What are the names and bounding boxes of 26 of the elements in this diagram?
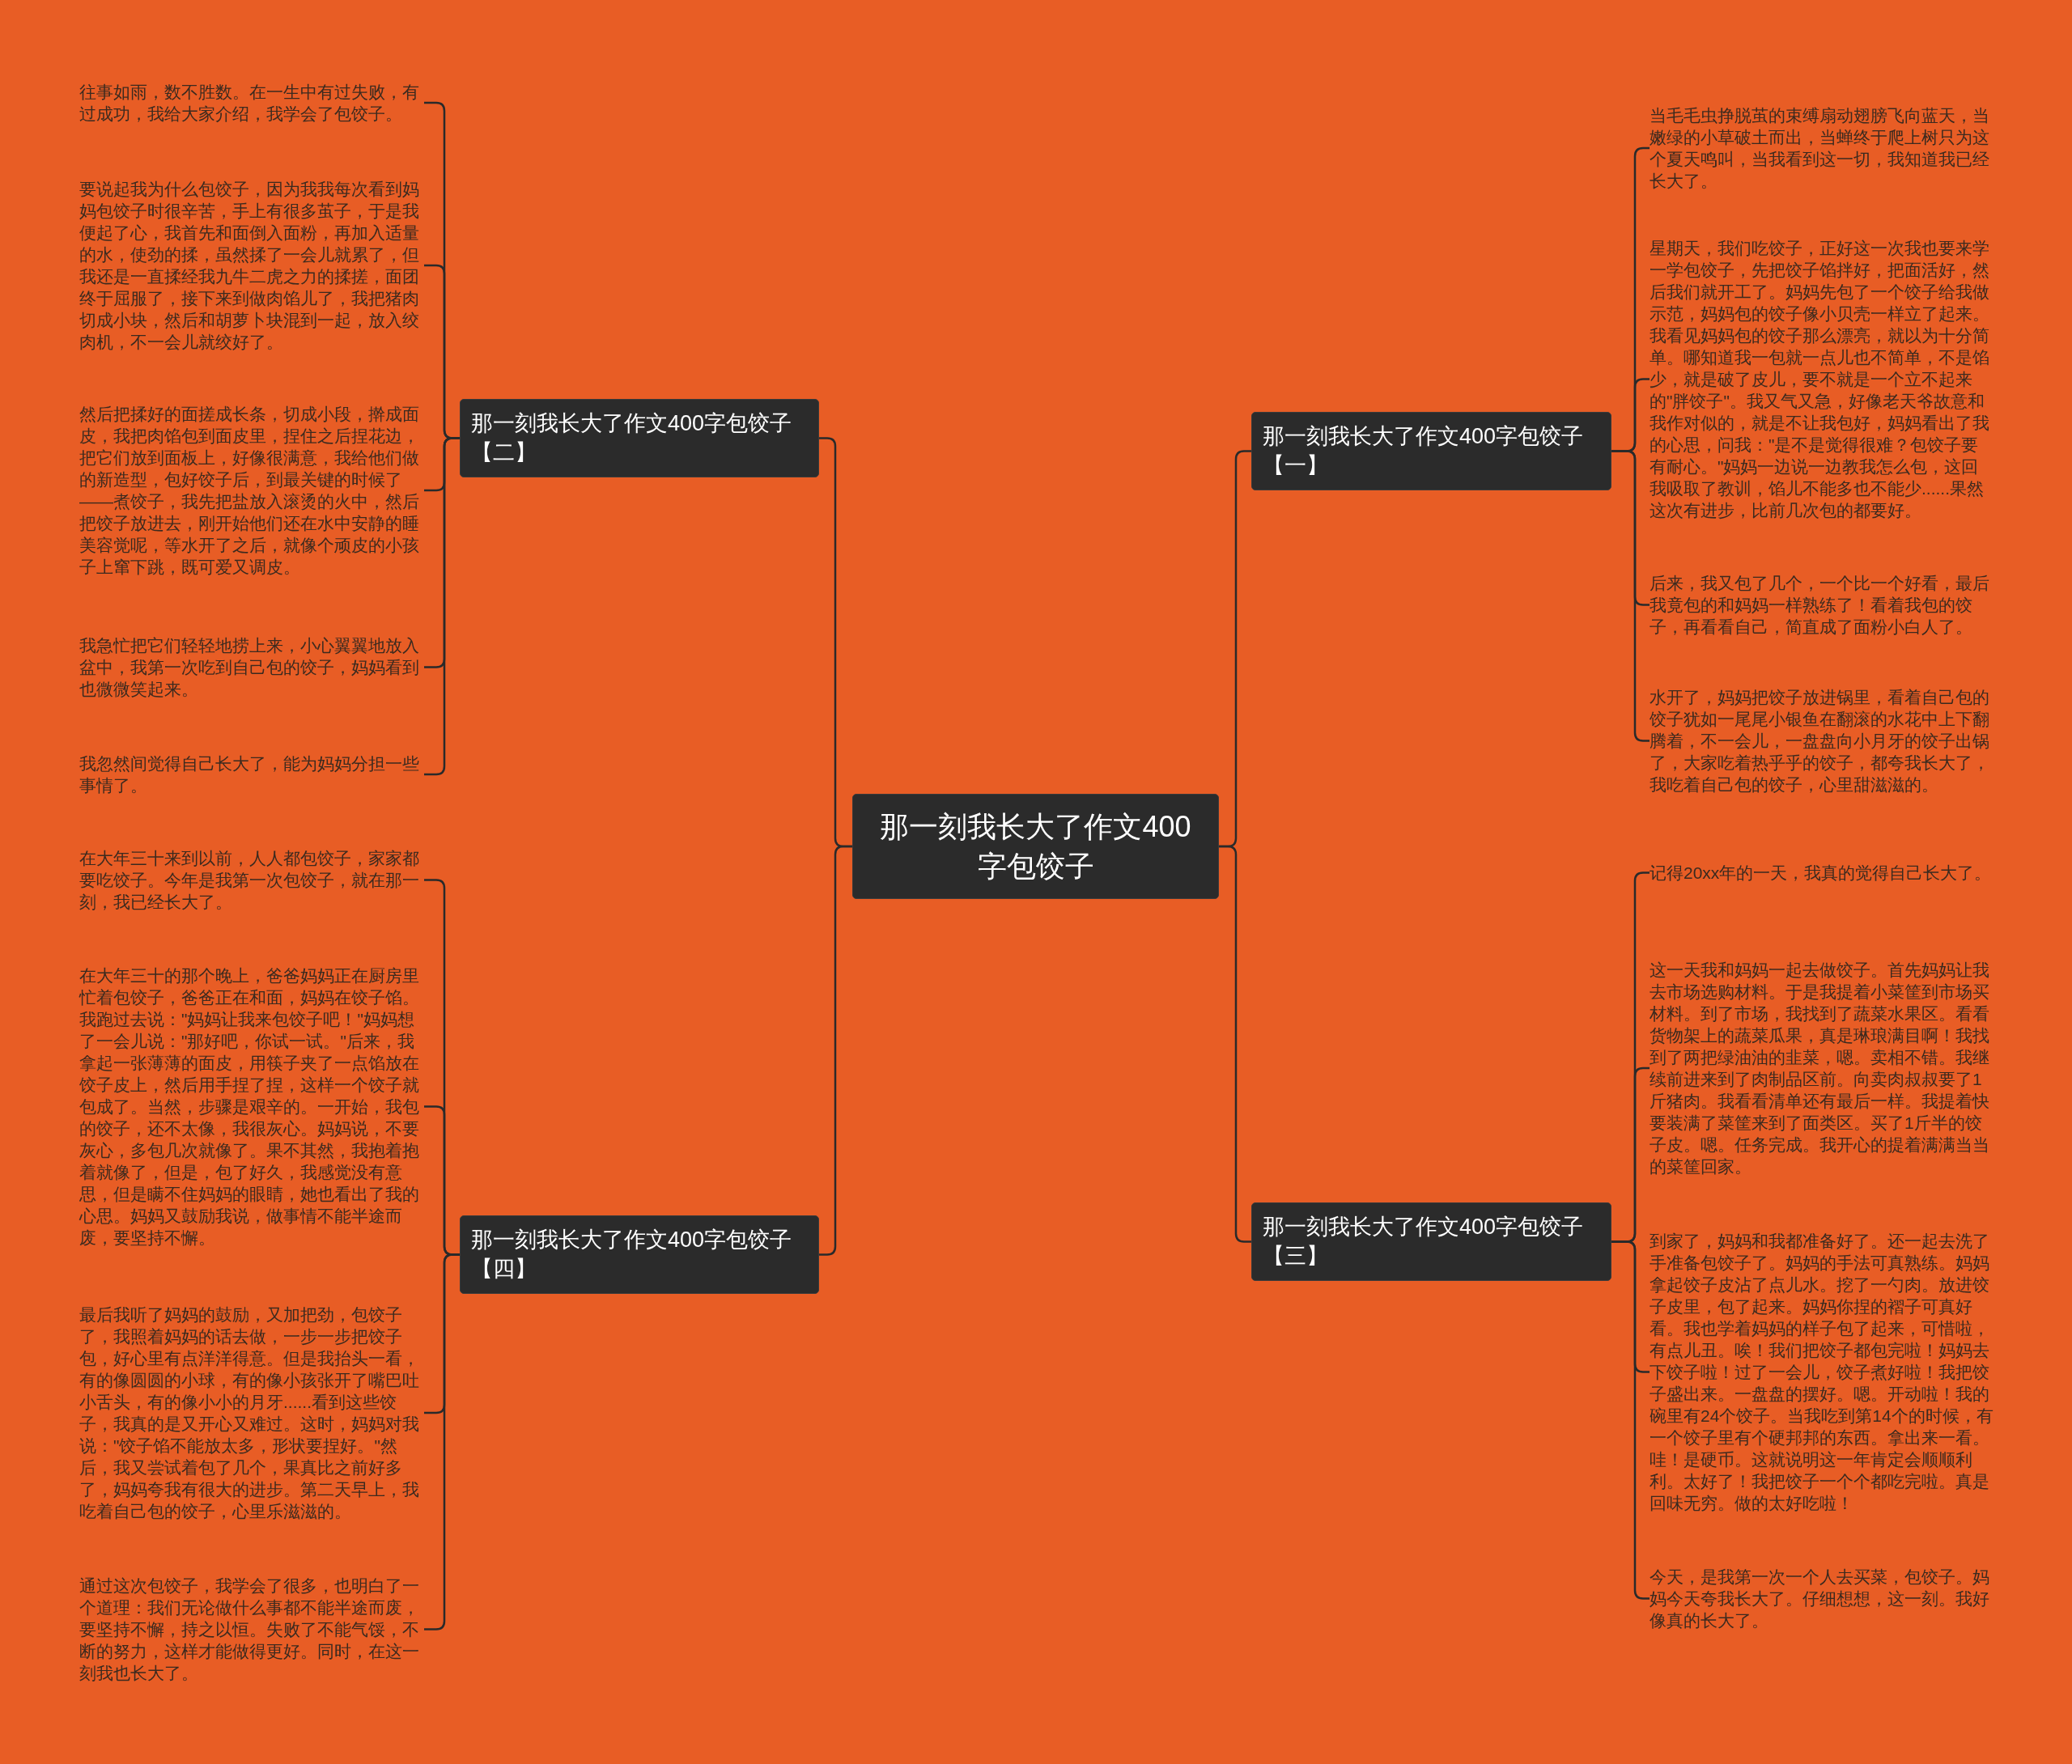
connector-line [1219,845,1251,1243]
subtopic-box: 那一刻我长大了作文400字包饺子【三】 [1251,1202,1611,1281]
paragraph: 星期天，我们吃饺子，正好这一次我也要来学一学包饺子，先把饺子馅拌好，把面活好，然后我们就开工了。妈妈先包了一个饺子给我做示范，妈妈包的饺子像小贝壳一样立了起来。我看见妈妈包的饺子那么漂亮，就以为十分简单。哪知道我一包就一点儿也不简单，不是馅少，就是破了皮儿，要不就是一个立不起来的"胖饺子"。我又气又急，好像老天爷故意和我作对似的，就是不让我包好，妈妈看出了我的心思，问我："是不是觉得很难？包饺子要有耐心。"妈妈一边说一边教我怎么包，这回我吸取了教训，馅儿不能多也不能少......果然这次有进步，比前几次包的都要好。 [1650,237,1994,521]
connector-line [424,437,460,776]
paragraph: 记得20xx年的一天，我真的觉得自己长大了。 [1650,862,1994,884]
paragraph: 往事如雨，数不胜数。在一生中有过失败，有过成功，我给大家介绍，我学会了包饺子。 [79,81,424,125]
paragraph: 要说起我为什么包饺子，因为我我每次看到妈妈包饺子时很辛苦，手上有很多茧子，于是我便起了心，我首先和面倒入面粉，再加入适量的水，使劲的揉，虽然揉了一会儿就累了，但我还是一直揉经我九牛二虎之力的揉搓，面团终于屈服了，接下来到做肉馅儿了，我把猪肉切成小块，然后和胡萝卜块混到一起，放入绞肉机，不一会儿就绞好了。 [79,178,424,353]
paragraph: 今天，是我第一次一个人去买菜，包饺子。妈妈今天夸我长大了。仔细想想，这一刻。我好像真的长大了。 [1650,1566,1994,1631]
paragraph: 在大年三十来到以前，人人都包饺子，家家都要吃饺子。今年是我第一次包饺子，就在那一刻，我已经长大了。 [79,847,424,913]
paragraph: 我忽然间觉得自己长大了，能为妈妈分担一些事情了。 [79,753,424,796]
subtopic-box: 那一刻我长大了作文400字包饺子【二】 [460,399,819,477]
connector-line [1611,1240,1650,1600]
paragraph: 通过这次包饺子，我学会了很多，也明白了一个道理：我们无论做什么事都不能半途而废，要坚持不懈，持之以恒。失败了不能气馁，不断的努力，这样才能做得更好。同时，在这一刻我也长大了。 [79,1575,424,1684]
paragraph: 在大年三十的那个晚上，爸爸妈妈正在厨房里忙着包饺子，爸爸正在和面，妈妈在饺子馅。我跑过去说："妈妈让我来包饺子吧！"妈妈想了一会儿说："那好吧，你试一试。"后来，我拿起一张薄薄的面皮，用筷子夹了一点馅放在饺子皮上，然后用手捏了捏，这样一个饺子就包成了。当然，步骤是艰辛的。一开始，我包的饺子，还不太像，我很灰心。妈妈说，不要灰心，多包几次就像了。果不其然，我抱着抱着就像了，但是，包了好久，我感觉没有意思，但是瞒不住妈妈的眼睛，她也看出了我的心思。妈妈又鼓励我说，做事情不能半途而废，要坚持不懈。 [79,965,424,1249]
paragraph: 水开了，妈妈把饺子放进锅里，看着自己包的饺子犹如一尾尾小银鱼在翻滚的水花中上下翻腾着，不一会儿，一盘盘向小月牙的饺子出锅了，大家吃着热乎乎的饺子，都夸我长大了，我吃着自己包的饺子，心里甜滋滋的。 [1650,686,1994,795]
paragraph: 到家了，妈妈和我都准备好了。还一起去洗了手准备包饺子了。妈妈的手法可真熟练。妈妈拿起饺子皮沾了点儿水。挖了一勺肉。放进饺子皮里，包了起来。妈妈你捏的褶子可真好看。我也学着妈妈的样子包了起来，可惜啦，有点儿丑。唉！我们把饺子都包完啦！妈妈去下饺子啦！过了一会儿，饺子煮好啦！我把饺子盛出来。一盘盘的摆好。嗯。开动啦！我的碗里有24个饺子。当我吃到第14个的时候，有一个饺子里有个硬邦邦的东西。拿出来一看。哇！是硬币。这就说明这一年肯定会顺顺利利。太好了！我把饺子一个个都吃完啦。真是回味无穷。做的太好吃啦！ [1650,1230,1994,1514]
topic-box: 那一刻我长大了作文400字包饺子 [852,794,1219,899]
paragraph: 当毛毛虫挣脱茧的束缚扇动翅膀飞向蓝天，当嫩绿的小草破土而出，当蝉终于爬上树只为这个夏天鸣叫，当我看到这一切，我知道我已经长大了。 [1650,104,1994,192]
paragraph: 后来，我又包了几个，一个比一个好看，最后我竟包的和妈妈一样熟练了！看着我包的饺子，再看看自己，简直成了面粉小白人了。 [1650,572,1994,638]
paragraph: 然后把揉好的面搓成长条，切成小段，擀成面皮，我把肉馅包到面皮里，捏住之后捏花边，把它们放到面板上，好像很满意，我给他们做的新造型，包好饺子后，到最关键的时候了——煮饺子，我先把盐放入滚烫的火中，然后把饺子放进去，刚开始他们还在水中安静的睡美容觉呢，等水开了之后，就像个顽皮的小孩子上窜下跳，既可爱又调皮。 [79,403,424,578]
paragraph: 这一天我和妈妈一起去做饺子。首先妈妈让我去市场选购材料。于是我提着小菜筐到市场买材料。到了市场，我找到了蔬菜水果区。看看货物架上的蔬菜瓜果，真是琳琅满目啊！我找到了两把绿油油的韭菜，嗯。卖相不错。我继续前进来到了肉制品区前。向卖肉叔叔要了1斤猪肉。我看看清单还有最后一样。我提着快要装满了菜筐来到了面类区。买了1斤半的饺子皮。嗯。任务完成。我开心的提着满满当当的菜筐回家。 [1650,959,1994,1177]
paragraph: 最后我听了妈妈的鼓励，又加把劲，包饺子了，我照着妈妈的话去做，一步一步把饺子包，好心里有点洋洋得意。但是我抬头一看，有的像圆圆的小球，有的像小孩张开了嘴巴吐小舌头，有的像小小的月牙......看到这些饺子，我真的是又开心又难过。这时，妈妈对我说："饺子馅不能放太多，形状要捏好。"然后，我又尝试着包了几个，果真比之前好多了，妈妈夸我有很大的进步。第二天早上，我吃着自己包的饺子，心里乐滋滋的。 [79,1304,424,1522]
connector-line [819,845,852,1256]
subtopic-box: 那一刻我长大了作文400字包饺子【一】 [1251,412,1611,490]
subtopic-box: 那一刻我长大了作文400字包饺子【四】 [460,1215,819,1294]
paragraph: 我急忙把它们轻轻地捞上来，小心翼翼地放入盆中，我第一次吃到自己包的饺子，妈妈看到也微微笑起来。 [79,634,424,700]
